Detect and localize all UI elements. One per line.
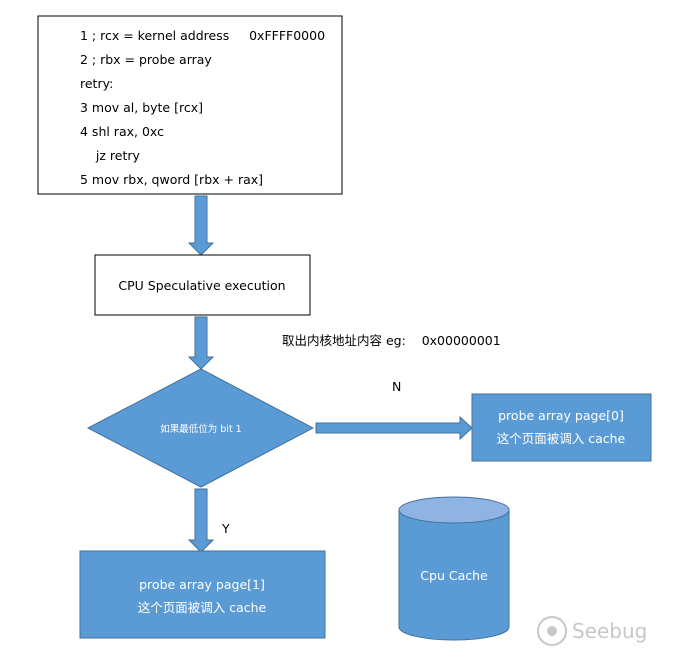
page0-box <box>471 393 652 462</box>
yes-label: Y <box>221 521 230 536</box>
code-line-7: 5 mov rbx, qword [rbx + rax] <box>80 172 263 187</box>
page0-line2: 这个页面被调入 cache <box>497 431 626 446</box>
code-line-1: 1 ; rcx = kernel address 0xFFFF0000 <box>80 28 325 43</box>
arrow-speculative-to-decision <box>187 316 215 370</box>
speculative-label: CPU Speculative execution <box>118 278 285 293</box>
cache-cylinder <box>398 496 510 641</box>
watermark-logo-icon <box>537 616 567 646</box>
watermark-logo-dot-icon <box>547 626 557 636</box>
code-box <box>37 15 343 195</box>
page1-box <box>79 550 326 639</box>
page1-line1: probe array page[1] <box>139 577 265 592</box>
cache-label: Cpu Cache <box>420 568 488 583</box>
annotation-text: 取出内核地址内容 eg: 0x00000001 <box>282 333 501 348</box>
cache-cylinder-body <box>398 509 510 641</box>
watermark-text: Seebug <box>572 619 647 643</box>
watermark: Seebug <box>537 616 647 646</box>
code-line-2: 2 ; rbx = probe array <box>80 52 212 67</box>
decision-label: 如果最低位为 bit 1 <box>160 423 241 435</box>
decision-diamond <box>86 368 315 488</box>
no-label: N <box>392 379 401 394</box>
speculative-box <box>94 254 311 316</box>
code-line-5: 4 shl rax, 0xc <box>80 124 164 139</box>
page1-line2: 这个页面被调入 cache <box>138 600 267 615</box>
page0-line1: probe array page[0] <box>498 408 624 423</box>
arrow-no-branch <box>315 415 473 441</box>
arrow-yes-branch <box>187 488 215 553</box>
code-line-4: 3 mov al, byte [rcx] <box>80 100 203 115</box>
cache-cylinder-top <box>398 496 510 524</box>
arrow-code-to-speculative <box>187 195 215 256</box>
code-line-3: retry: <box>80 76 113 91</box>
code-line-6: jz retry <box>80 148 140 163</box>
